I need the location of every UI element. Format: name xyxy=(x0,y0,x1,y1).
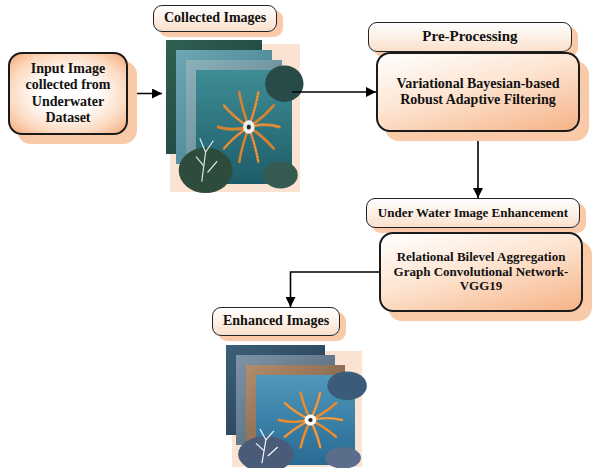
flow-arrow xyxy=(128,93,162,95)
flow-arrow xyxy=(291,272,380,307)
box-label: Relational Bilevel Aggregation Graph Con… xyxy=(389,250,573,295)
image-group: Enhanced Images xyxy=(226,307,355,465)
image-group: Collected Images xyxy=(162,5,292,184)
process-box: Input Image collected from Underwater Da… xyxy=(8,52,128,135)
box-label: Pre-Processing xyxy=(422,28,517,45)
enhanced-photo xyxy=(238,371,367,468)
header-tab: Enhanced Images xyxy=(212,307,340,336)
underwater-photo xyxy=(179,65,304,193)
process-box: Relational Bilevel Aggregation Graph Con… xyxy=(379,232,583,312)
box-label: Variational Bayesian-based Robust Adapti… xyxy=(386,76,570,108)
flow-arrow xyxy=(292,91,376,93)
header-tab: Collected Images xyxy=(153,5,277,32)
header-tab: Pre-Processing xyxy=(368,22,572,52)
group-title: Collected Images xyxy=(164,10,266,26)
process-box: Variational Bayesian-based Robust Adapti… xyxy=(376,52,580,132)
group-title: Enhanced Images xyxy=(223,313,329,329)
box-label: Under Water Image Enhancement xyxy=(378,206,568,221)
box-label: Input Image collected from Underwater Da… xyxy=(18,61,118,125)
flow-arrow xyxy=(477,132,479,198)
header-tab: Under Water Image Enhancement xyxy=(366,198,580,228)
